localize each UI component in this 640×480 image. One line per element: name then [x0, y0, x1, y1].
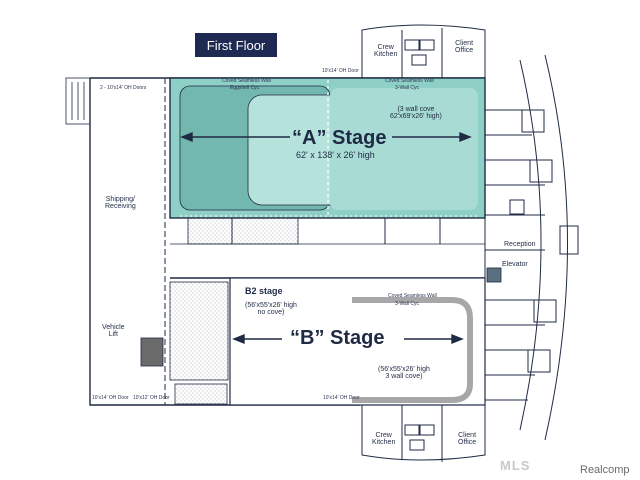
label-coved-wall-b: Coved Seamless Wall [388, 293, 437, 299]
label-crew-kitchen-bottom: Crew Kitchen [372, 432, 396, 446]
label-b-cove-note: (56'x55'x26' high 3 wall cove) [378, 366, 430, 380]
label-coved-wall-a: Coved Seamless Wall [222, 78, 271, 84]
label-vehicle-lift: Vehicle Lift [102, 324, 125, 338]
stage-b-arrow [232, 333, 464, 345]
label-client-office-bottom: Client Office [458, 432, 477, 446]
stage-a-inner [330, 88, 478, 210]
label-oh-doors-left: 2 - 10'x14' OH Doors [100, 85, 147, 91]
label-door-bl2: 10'x12' OH Door [133, 395, 170, 401]
label-three-wall-cyc-b: 3-Wall Cyc [395, 301, 419, 307]
label-three-wall-cyc-a: 3-Wall Cyc [395, 85, 419, 91]
office-wing [384, 54, 579, 441]
stage-b-title: “B” Stage [290, 327, 385, 349]
label-client-office-top: Client Office [455, 40, 474, 54]
b2-stipple [169, 281, 229, 381]
stairs-left [65, 77, 91, 125]
label-eggshell-cyc: Eggshell Cyc [230, 85, 260, 91]
stage-b-cove [352, 297, 473, 403]
watermark: MLS [500, 458, 531, 473]
label-b2-stage: B2 stage [245, 286, 283, 296]
label-door-bl1: 10'x14' OH Door [92, 395, 129, 401]
stipple-room-2 [231, 217, 299, 245]
b2-stipple-bottom [174, 383, 228, 405]
label-crew-kitchen-top: Crew Kitchen [374, 44, 398, 58]
label-reception: Reception [504, 241, 536, 248]
label-b2-dimensions: (56'x55'x26' high no cove) [245, 302, 297, 316]
label-door-bm: 10'x14' OH Door [323, 395, 360, 401]
image-credit: Realcomp [580, 464, 630, 476]
stage-a-title: “A” Stage [292, 127, 387, 149]
label-elevator: Elevator [502, 261, 528, 268]
label-a-cove-note: (3 wall cove 62'x69'x26' high) [390, 106, 442, 120]
stage-a-dimensions: 62' x 138' x 26' high [296, 150, 375, 160]
page-title: First Floor [195, 33, 277, 57]
top-wing [361, 24, 486, 78]
elevator-box [486, 267, 502, 283]
label-shipping-receiving: Shipping/ Receiving [105, 196, 136, 210]
bottom-wing [361, 405, 486, 462]
label-coved-wall-a2: Coved Seamless Wall [385, 78, 434, 84]
stage-a-arrow [180, 131, 472, 143]
vehicle-lift [140, 337, 164, 367]
stipple-room-1 [187, 217, 233, 245]
label-door-top: 10'x14' OH Door [322, 68, 359, 74]
